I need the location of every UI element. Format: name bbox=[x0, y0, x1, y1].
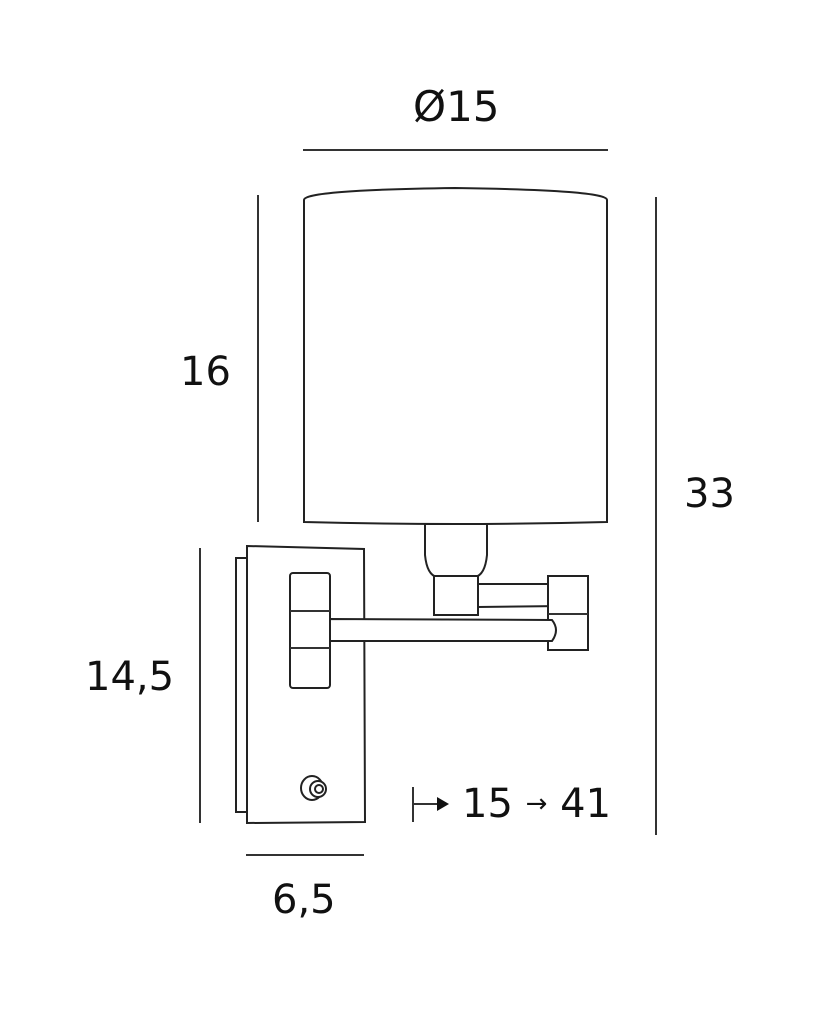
arrow-right-icon: → bbox=[525, 789, 548, 819]
shade-height-label: 16 bbox=[180, 349, 231, 395]
lamp-shade bbox=[303, 186, 608, 525]
extension-to: 41 bbox=[560, 781, 612, 827]
extension-arrow-icon bbox=[412, 787, 449, 822]
diameter-value: 15 bbox=[446, 82, 500, 131]
diameter-symbol: Ø bbox=[413, 82, 447, 131]
total-height-label: 33 bbox=[684, 471, 735, 517]
extension-label: 15 → 41 bbox=[462, 784, 611, 824]
backplate-width-label: 6,5 bbox=[272, 877, 336, 923]
diameter-label: Ø15 bbox=[413, 86, 500, 128]
arm-pivot bbox=[289, 572, 331, 689]
backplate-height-label: 14,5 bbox=[85, 654, 175, 700]
switch-icon bbox=[300, 775, 327, 801]
extension-from: 15 bbox=[462, 781, 513, 827]
lower-arm bbox=[329, 617, 557, 642]
socket-neck bbox=[424, 523, 488, 578]
socket-block bbox=[433, 575, 479, 616]
